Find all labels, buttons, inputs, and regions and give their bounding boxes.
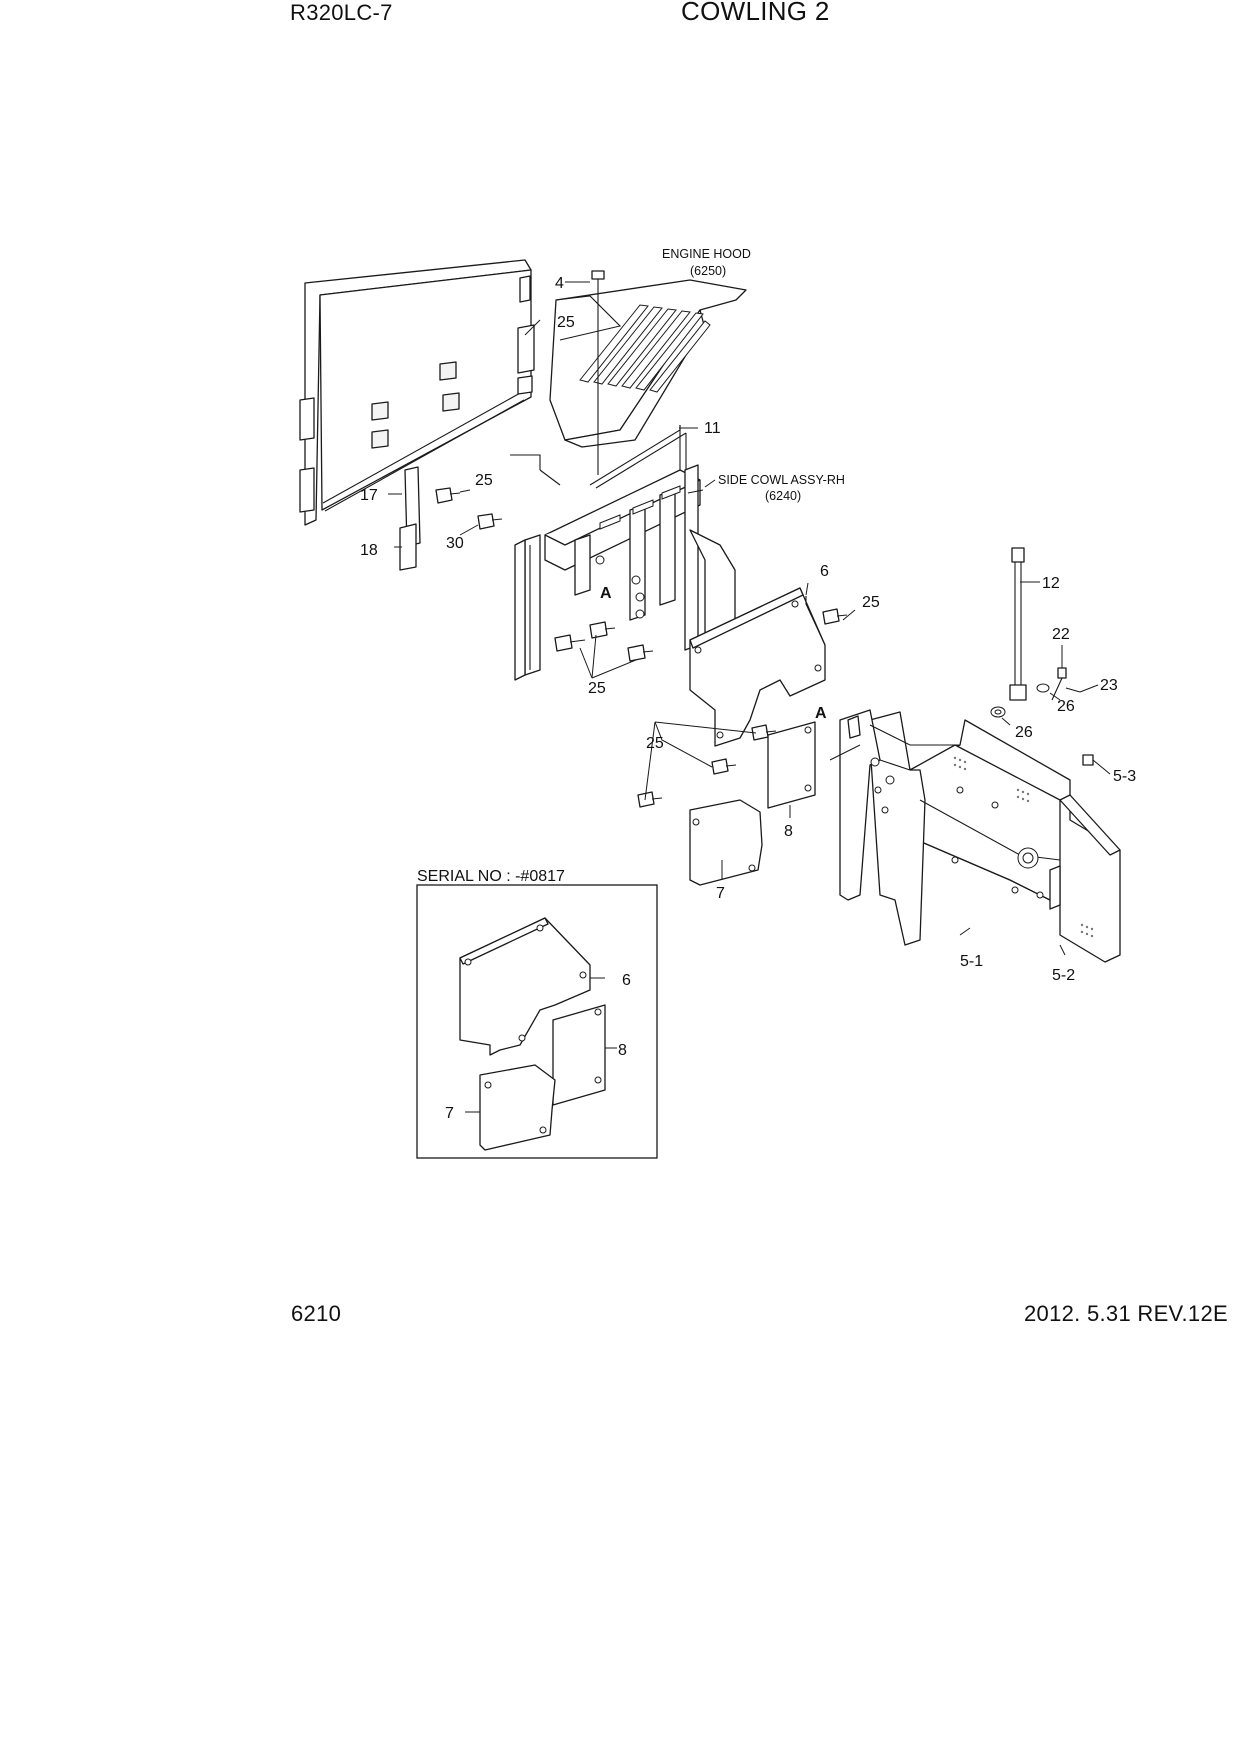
part-label-23: 23	[1100, 677, 1118, 694]
part-label-5-1: 5-1	[960, 953, 983, 970]
part-label-17: 17	[360, 487, 378, 504]
bolts-25-lower	[637, 608, 848, 808]
part-label-18: 18	[360, 542, 378, 559]
part-label-5-3: 5-3	[1113, 768, 1136, 785]
part-label-8: 8	[784, 823, 793, 840]
model-name: R320LC-7	[290, 0, 393, 25]
part-label-25-center: 25	[588, 680, 606, 697]
side-cowl-ref: (6240)	[765, 489, 801, 503]
labels: ENGINE HOOD (6250) SIDE COWL ASSY-RH (62…	[360, 247, 1136, 1122]
serial-detail-box	[416, 884, 658, 1159]
side-cowl-frame	[514, 425, 736, 681]
side-cover-5-assembly	[839, 709, 1121, 963]
bolt-4	[591, 270, 605, 475]
engine-hood-ref: (6250)	[690, 264, 726, 278]
part-label-4: 4	[555, 275, 564, 292]
plate-7-main	[689, 799, 763, 886]
part-label-30: 30	[446, 535, 464, 552]
leader-lines	[388, 281, 1111, 1113]
side-cowl-label: SIDE COWL ASSY-RH	[718, 473, 845, 487]
detail-a-left: A	[600, 585, 612, 602]
page-title: COWLING 2	[681, 0, 830, 26]
part-label-26-a: 26	[1057, 698, 1075, 715]
detail-label-7: 7	[445, 1105, 454, 1122]
hood-vent-slots	[579, 304, 711, 393]
detail-label-6: 6	[622, 972, 631, 989]
part-label-6: 6	[820, 563, 829, 580]
bolts-25-center	[554, 621, 654, 662]
part-label-11: 11	[704, 420, 721, 437]
plate-8-main	[767, 721, 816, 809]
part-label-26-b: 26	[1015, 724, 1033, 741]
detail-label-8: 8	[618, 1042, 627, 1059]
part-label-7: 7	[716, 885, 725, 902]
revision-date: 2012. 5.31 REV.12E	[1024, 1301, 1228, 1326]
stay-rod-12	[1009, 547, 1027, 701]
part-label-25-mid: 25	[475, 472, 493, 489]
part-label-25-top: 25	[557, 314, 575, 331]
engine-hood-shape	[549, 279, 747, 448]
part-label-25-right: 25	[862, 594, 880, 611]
page-number: 6210	[291, 1301, 342, 1326]
plate-6-main	[689, 587, 826, 747]
detail-a-right: A	[815, 705, 827, 722]
part-label-5-2: 5-2	[1052, 967, 1075, 984]
part-label-25-lower: 25	[646, 735, 664, 752]
part-label-12: 12	[1042, 575, 1060, 592]
pin-washer-group	[990, 667, 1094, 766]
part-label-22: 22	[1052, 626, 1070, 643]
serial-no-label: SERIAL NO : -#0817	[417, 868, 565, 885]
perforations	[953, 756, 1094, 938]
left-panel-assembly	[299, 259, 561, 571]
engine-hood-label: ENGINE HOOD	[662, 247, 751, 261]
